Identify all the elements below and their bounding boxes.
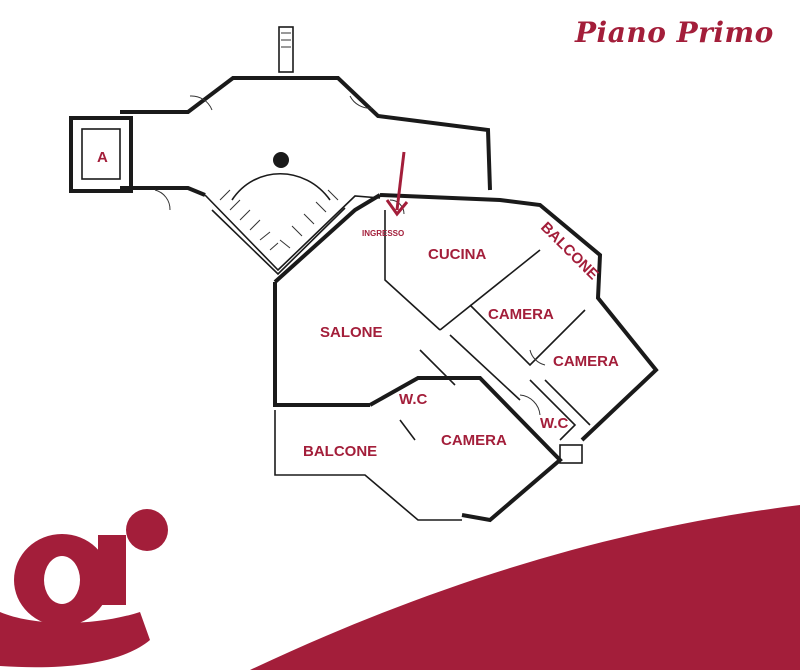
room-label-camera-2: CAMERA bbox=[553, 353, 619, 370]
room-label-camera-3: CAMERA bbox=[441, 432, 507, 449]
page-title: Piano Primo bbox=[575, 16, 774, 49]
room-label-camera-1: CAMERA bbox=[488, 306, 554, 323]
room-label-a: A bbox=[97, 149, 108, 166]
room-label-wc-2: W.C bbox=[540, 415, 568, 432]
letter-g-logo bbox=[0, 509, 168, 668]
corner-wave bbox=[250, 505, 800, 670]
room-label-cucina: CUCINA bbox=[428, 246, 486, 263]
arrow-down-icon bbox=[385, 151, 409, 217]
room-label-wc-1: W.C bbox=[399, 391, 427, 408]
apartment-walls bbox=[273, 193, 659, 523]
room-label-salone: SALONE bbox=[320, 324, 383, 341]
room-label-balcone-bottom: BALCONE bbox=[303, 443, 377, 460]
room-label-ingresso: INGRESSO bbox=[362, 229, 404, 238]
chimney-shaft bbox=[278, 26, 294, 73]
landing-walls bbox=[69, 76, 492, 276]
